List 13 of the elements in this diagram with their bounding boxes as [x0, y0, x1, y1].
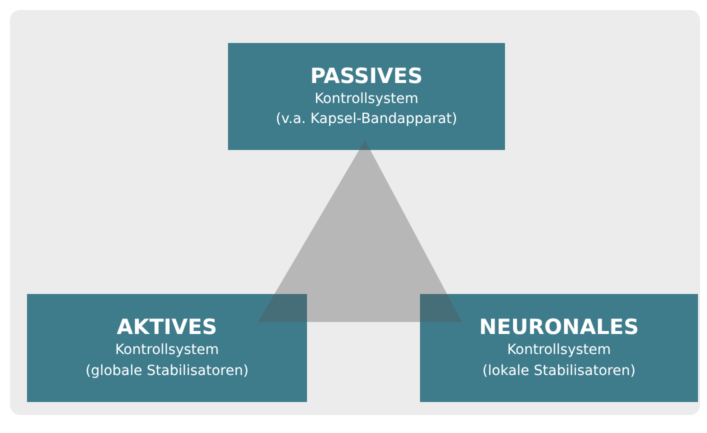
box-description: (v.a. Kapsel-Bandapparat): [276, 110, 458, 130]
triangle-shape: [258, 140, 462, 322]
box-description: Kontrollsystem: [314, 90, 418, 109]
box-heading: NEURONALES: [479, 315, 639, 340]
system-box: [420, 294, 698, 402]
system-box: [27, 294, 307, 402]
box-description: (lokale Stabilisatoren): [482, 362, 636, 381]
box-description: (globale Stabilisatoren): [85, 362, 249, 381]
box-heading: AKTIVES: [116, 315, 218, 340]
box-description: Kontrollsystem: [115, 341, 219, 360]
system-box: [228, 43, 505, 150]
box-heading: PASSIVES: [310, 64, 423, 89]
box-description: Kontrollsystem: [507, 341, 611, 360]
